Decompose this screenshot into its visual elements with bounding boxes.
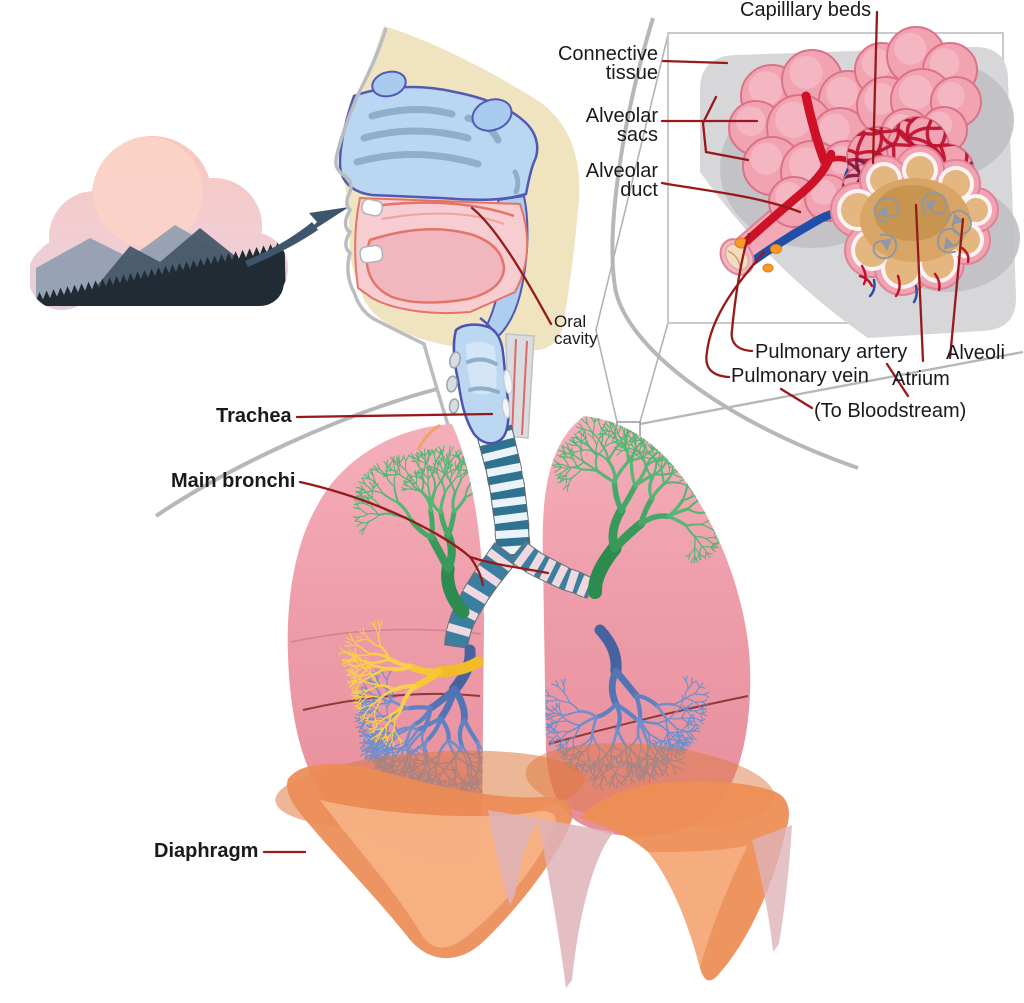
- forest-silhouette: [36, 241, 286, 306]
- inhaled-air-cloud-image: [30, 136, 288, 310]
- label-main-bronchi: Main bronchi: [171, 470, 296, 492]
- orange-nodules: [734, 237, 782, 273]
- leader-capillary-beds: [871, 10, 879, 165]
- alveoli-inset-panel: [667, 26, 1020, 338]
- zoom-arrow-icon: [245, 207, 349, 267]
- atrium-cluster: [830, 145, 999, 296]
- capillary-twigs: [858, 246, 970, 304]
- label-oral-cavity: Oral cavity: [554, 312, 598, 348]
- leader-alveolar-sacs-bracket: [701, 95, 750, 162]
- label-connective-tissue: Connective tissue: [557, 43, 658, 84]
- upper-teeth: [361, 198, 384, 217]
- leader-trachea: [295, 412, 494, 419]
- frontal-sinus: [371, 70, 407, 98]
- label-alveolar-duct: Alveolar duct: [585, 160, 658, 201]
- label-diaphragm: Diaphragm: [154, 840, 259, 862]
- leader-alveolar-duct: [660, 181, 802, 214]
- label-to-bloodstream: (To Bloodstream): [814, 400, 967, 422]
- lower-teeth: [359, 244, 384, 264]
- label-pulmonary-vein: Pulmonary vein: [731, 365, 869, 387]
- label-alveolar-sacs: Alveolar sacs: [585, 105, 658, 146]
- leader-lines: [262, 10, 965, 854]
- duct-cut-end: [719, 238, 755, 276]
- leader-connective-tissue: [661, 59, 729, 65]
- leader-oral-cavity: [470, 206, 553, 326]
- leader-vein-to-bloodstream: [779, 387, 814, 410]
- leader-pulmonary-vein: [705, 250, 766, 379]
- label-capillary-beds: Capilllary beds: [740, 0, 872, 21]
- head-sagittal-illustration: [334, 26, 580, 439]
- sphenoid-sinus: [471, 98, 513, 132]
- face-outline: [334, 27, 451, 429]
- leader-artery-to-bloodstream: [885, 362, 910, 398]
- leader-pulmonary-artery: [730, 232, 754, 353]
- tongue: [365, 227, 506, 304]
- leader-atrium: [914, 203, 925, 363]
- label-atrium: Atrium: [892, 368, 950, 390]
- trachea-illustration: [444, 424, 595, 649]
- pulmonary-artery-vessel: [742, 149, 836, 246]
- airflow-swirl-arrows: [872, 192, 972, 260]
- diaphragm-illustration: [275, 743, 792, 988]
- leader-alveoli: [948, 217, 965, 360]
- label-trachea: Trachea: [216, 405, 292, 427]
- label-alveoli: Alveoli: [946, 342, 1005, 364]
- label-pulmonary-artery: Pulmonary artery: [755, 341, 908, 363]
- leader-main-bronchi: [298, 480, 550, 587]
